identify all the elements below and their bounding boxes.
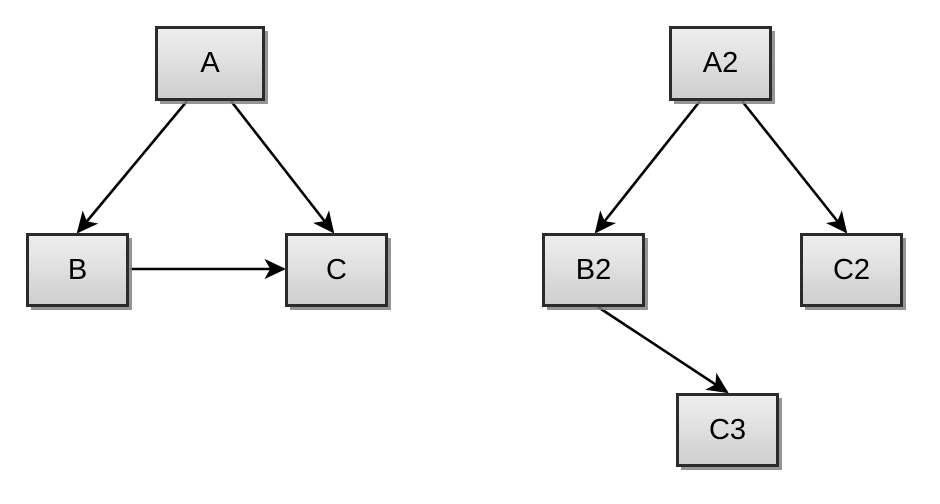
node-c3[interactable]: C3: [676, 393, 779, 467]
edge-b2-to-c3[interactable]: [597, 305, 729, 394]
node-label-c: C: [326, 253, 347, 286]
node-label-b2: B2: [575, 253, 612, 286]
node-a[interactable]: A: [155, 26, 265, 101]
node-c2[interactable]: C2: [800, 233, 903, 307]
node-label-a2: A2: [702, 47, 739, 79]
node-b2[interactable]: B2: [542, 233, 645, 307]
node-label-b: B: [67, 253, 88, 286]
node-label-c2: C2: [832, 253, 871, 286]
edge-a-to-b[interactable]: [76, 100, 188, 234]
edge-a-to-c[interactable]: [229, 100, 335, 234]
edge-a2-to-c2[interactable]: [740, 100, 848, 234]
node-a2[interactable]: A2: [669, 26, 772, 101]
node-b[interactable]: B: [26, 233, 129, 307]
edge-a2-to-b2[interactable]: [594, 100, 702, 234]
edge-paths: [76, 100, 848, 394]
node-c[interactable]: C: [285, 233, 388, 307]
node-label-c3: C3: [708, 413, 747, 446]
node-label-a: A: [200, 47, 220, 79]
